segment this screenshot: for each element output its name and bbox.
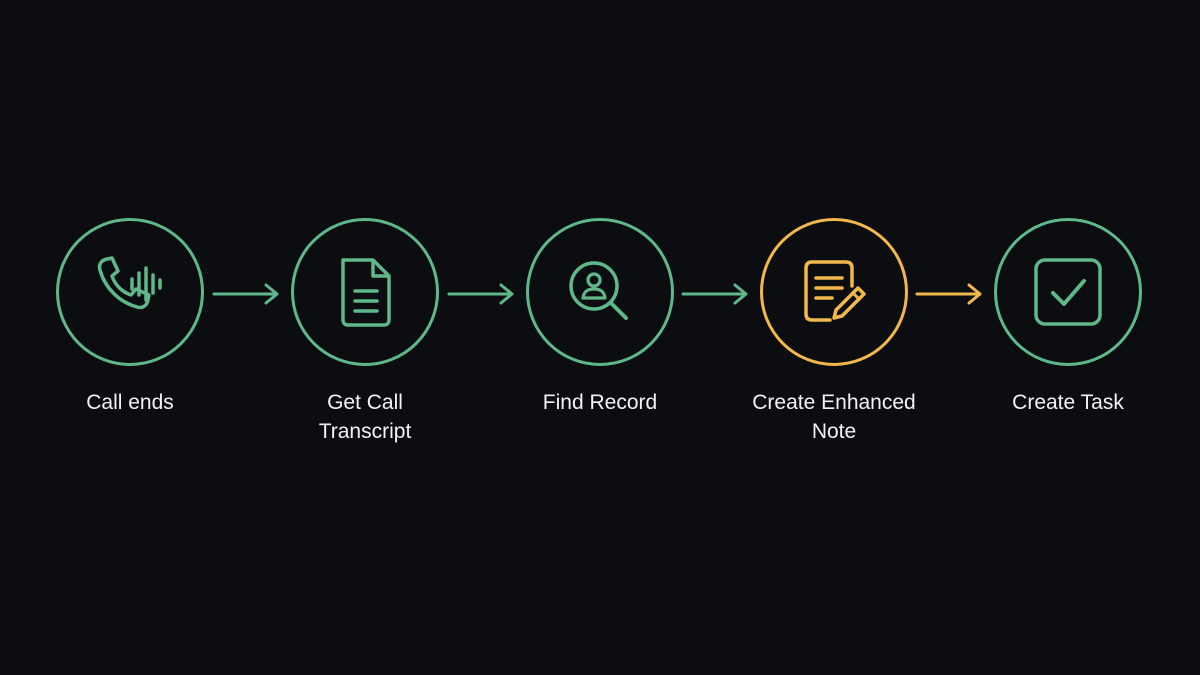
arrow-right-icon xyxy=(212,283,279,305)
step-circle xyxy=(994,218,1142,366)
note-edit-icon xyxy=(804,260,866,322)
step-label: Call ends xyxy=(86,391,174,414)
checkbox-icon xyxy=(1034,258,1102,326)
step-find-record: Find Record xyxy=(500,218,700,417)
phone-soundwave-icon xyxy=(97,256,162,310)
step-label: Get Call Transcript xyxy=(318,391,412,443)
step-circle xyxy=(760,218,908,366)
search-user-icon xyxy=(569,261,628,320)
document-icon xyxy=(341,258,391,327)
step-get-call-transcript: Get Call Transcript xyxy=(265,218,465,446)
step-call-ends: Call ends xyxy=(30,218,230,417)
arrow-right-icon xyxy=(447,283,514,305)
step-label: Create Enhanced Note xyxy=(752,391,916,443)
step-circle xyxy=(526,218,674,366)
arrow-right-icon xyxy=(915,283,982,305)
step-circle xyxy=(291,218,439,366)
step-label: Create Task xyxy=(1012,391,1124,414)
step-circle xyxy=(56,218,204,366)
arrow-right-icon xyxy=(681,283,748,305)
step-create-task: Create Task xyxy=(968,218,1168,417)
step-create-enhanced-note: Create Enhanced Note xyxy=(734,218,934,446)
step-label: Find Record xyxy=(542,391,658,414)
